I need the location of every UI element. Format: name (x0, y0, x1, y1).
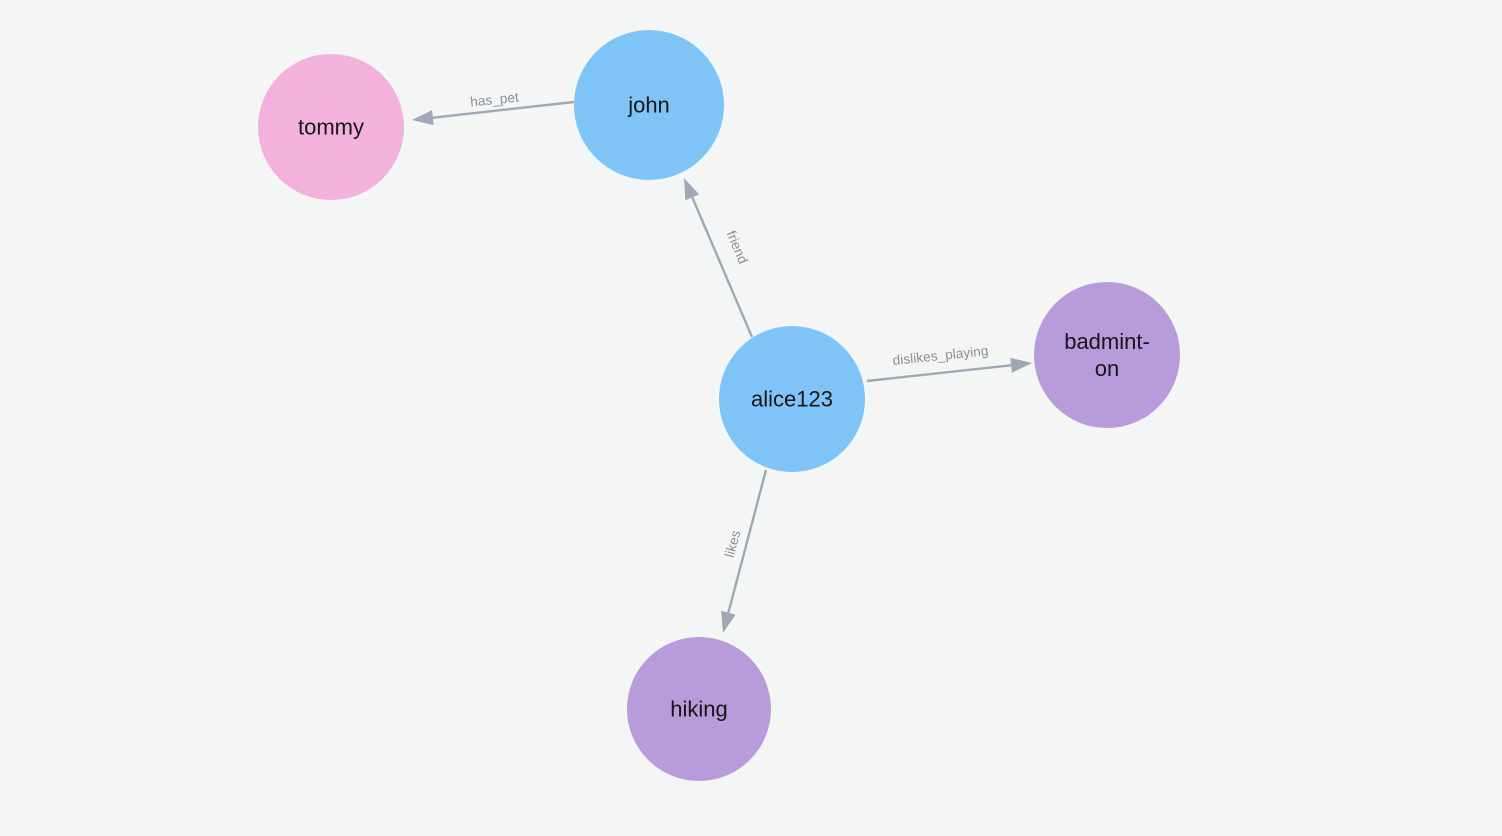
edge-arrowhead-icon (721, 610, 736, 633)
edge-label: friend (724, 228, 751, 266)
edge-shaft (430, 100, 575, 120)
nodes-layer: tommy john alice123 badmint-on hiking (258, 30, 1180, 781)
edge-label: likes (722, 528, 744, 559)
node-label: tommy (298, 115, 364, 140)
edge-shaft (866, 363, 1014, 383)
node-label: badmint- (1064, 329, 1150, 354)
edge-shaft (726, 469, 768, 615)
node-label: hiking (670, 697, 727, 722)
graph-edge[interactable] (684, 178, 754, 338)
graph-edge[interactable] (721, 469, 768, 633)
graph-node-badminton[interactable]: badmint-on (1034, 282, 1180, 428)
edge-shaft (690, 194, 754, 338)
node-circle[interactable] (258, 54, 404, 200)
graph-node-tommy[interactable]: tommy (258, 54, 404, 200)
graph-edge[interactable] (412, 100, 575, 126)
edge-label: dislikes_playing (892, 343, 989, 368)
node-circle[interactable] (627, 637, 771, 781)
node-circle[interactable] (719, 326, 865, 472)
edge-label: has_pet (470, 90, 520, 110)
node-label: on (1095, 356, 1119, 381)
node-label: john (627, 93, 670, 118)
graph-node-alice123[interactable]: alice123 (719, 326, 865, 472)
node-circle[interactable] (574, 30, 724, 180)
node-label: alice123 (751, 387, 833, 412)
node-circle[interactable] (1034, 282, 1180, 428)
edge-arrowhead-icon (684, 178, 700, 201)
graph-node-john[interactable]: john (574, 30, 724, 180)
edges-layer (412, 100, 1032, 633)
edge-arrowhead-icon (1010, 357, 1032, 373)
graph-edge[interactable] (866, 357, 1032, 383)
graph-node-hiking[interactable]: hiking (627, 637, 771, 781)
edge-arrowhead-icon (412, 110, 434, 126)
